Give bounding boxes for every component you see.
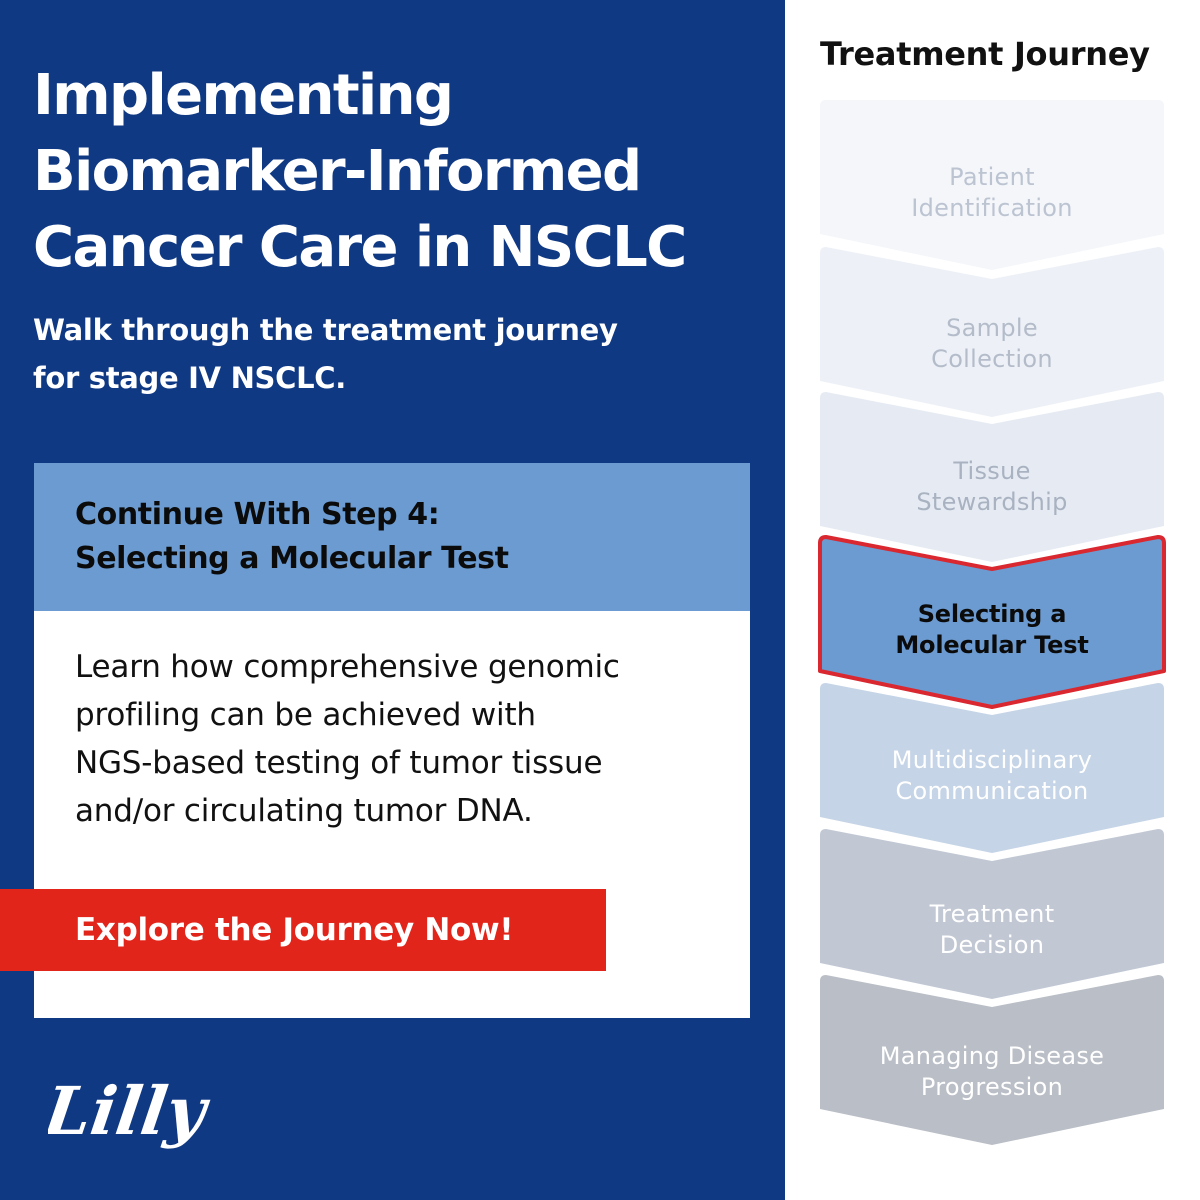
journey-step-6-label-line-2: Decision: [939, 931, 1045, 959]
journey-step-4-label-line-2: Molecular Test: [895, 631, 1089, 659]
journey-step-6-chevron[interactable]: [820, 829, 1164, 999]
step-card-heading-line-1: Continue With Step 4:: [75, 497, 440, 532]
step-card-description: Learn how comprehensive genomic profilin…: [75, 643, 620, 835]
subtitle-line-2: for stage IV NSCLC.: [33, 361, 347, 395]
journey-step-5-chevron[interactable]: [820, 683, 1164, 853]
journey-step-7-label-line-1: Managing Disease: [879, 1042, 1105, 1070]
step-card-heading: Continue With Step 4: Selecting a Molecu…: [75, 493, 509, 581]
page-title: Implementing Biomarker-Informed Cancer C…: [33, 58, 773, 286]
lilly-logo: Lilly: [48, 1072, 215, 1150]
step-card-heading-line-2: Selecting a Molecular Test: [75, 541, 509, 576]
title-line-2: Biomarker-Informed: [33, 139, 642, 204]
lilly-logo-text: Lilly: [48, 1072, 215, 1150]
journey-step-5-label-line-2: Communication: [895, 777, 1089, 805]
journey-step-3-label-line-2: Stewardship: [916, 488, 1068, 516]
journey-step-4-label: Selecting a Molecular Test: [820, 599, 1164, 661]
journey-step-4-chevron[interactable]: [818, 535, 1166, 709]
subtitle: Walk through the treatment journey for s…: [33, 306, 753, 402]
journey-step-6-label-line-1: Treatment: [929, 900, 1055, 928]
title-line-3: Cancer Care in NSCLC: [33, 215, 687, 280]
journey-step-5-label-line-1: Multidisciplinary: [891, 746, 1093, 774]
journey-step-4-label-line-1: Selecting a: [917, 600, 1067, 628]
journey-step-3-label-line-1: Tissue: [953, 457, 1031, 485]
step-card-header: Continue With Step 4: Selecting a Molecu…: [34, 463, 750, 611]
journey-step-7-chevron[interactable]: [820, 975, 1164, 1145]
subtitle-line-1: Walk through the treatment journey: [33, 313, 618, 347]
journey-title: Treatment Journey: [820, 35, 1150, 73]
journey-step-1-label-line-2: Identification: [911, 194, 1073, 222]
journey-step-1-label-line-1: Patient: [949, 163, 1035, 191]
description-line-4: and/or circulating tumor DNA.: [75, 793, 533, 829]
title-line-1: Implementing: [33, 63, 454, 128]
journey-step-3-chevron[interactable]: [820, 392, 1164, 562]
journey-step-2-label-line-2: Collection: [931, 345, 1053, 373]
description-line-1: Learn how comprehensive genomic: [75, 649, 620, 685]
journey-step-1-chevron[interactable]: [820, 100, 1164, 270]
explore-journey-button[interactable]: Explore the Journey Now!: [0, 889, 606, 971]
description-line-2: profiling can be achieved with: [75, 697, 536, 733]
journey-step-2-label-line-1: Sample: [946, 314, 1038, 342]
journey-step-2-chevron[interactable]: [820, 247, 1164, 417]
description-line-3: NGS-based testing of tumor tissue: [75, 745, 603, 781]
journey-step-7-label-line-2: Progression: [920, 1073, 1064, 1101]
